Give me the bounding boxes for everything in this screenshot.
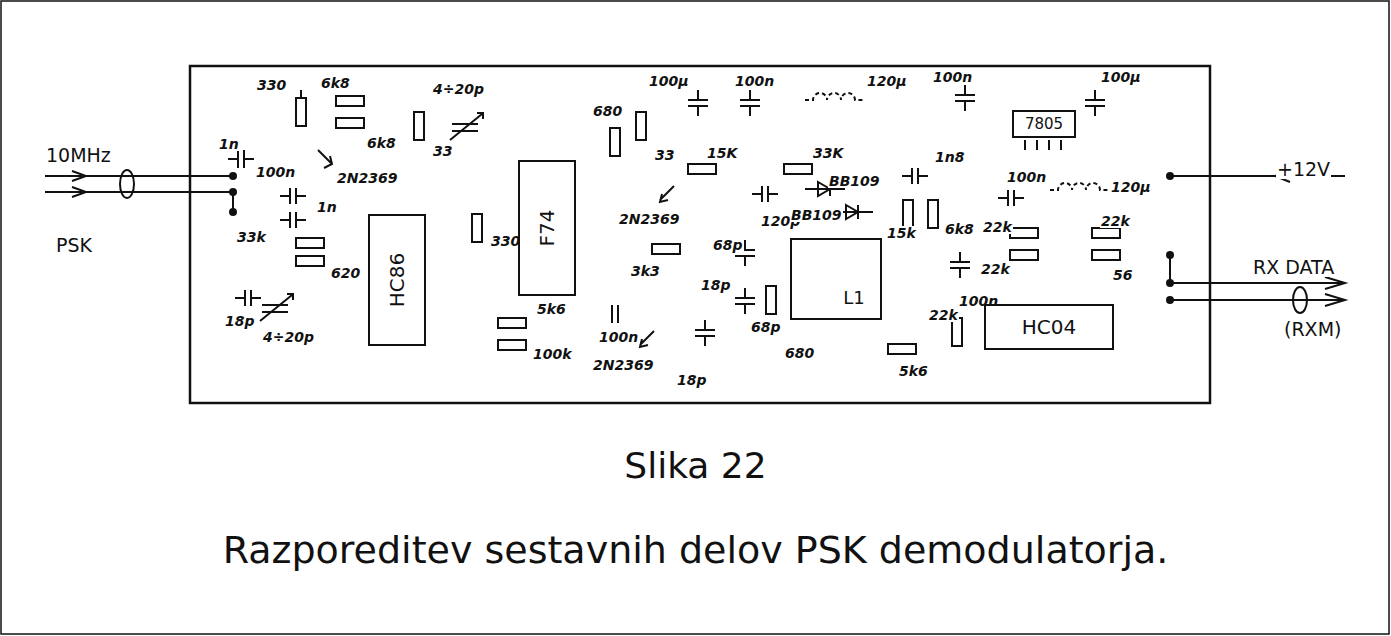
part-label: 18p (700, 278, 732, 292)
part-label: 5k6 (536, 302, 567, 316)
part-label: 6k8 (366, 136, 397, 150)
figure-title: Slika 22 (0, 446, 1391, 486)
part-label: 100n (734, 74, 775, 88)
part-label: 15K (706, 146, 738, 160)
signal-name: 10MHz (45, 146, 112, 165)
part-label: 68p (750, 320, 782, 334)
part-label: 33 (654, 148, 675, 162)
part-label: BB109 (828, 174, 881, 188)
component-name: L1 (843, 289, 864, 307)
part-label: 33 (432, 144, 453, 158)
ic-package: L1 (790, 238, 882, 320)
part-label: 330 (490, 234, 521, 248)
ic-package: HC86 (368, 214, 426, 346)
part-label: 1n (316, 200, 338, 214)
part-label: 22k (1100, 214, 1131, 228)
part-label: 22k (928, 308, 959, 322)
part-label: 680 (592, 104, 623, 118)
part-label: 680 (784, 346, 815, 360)
part-label: 22k (980, 262, 1011, 276)
part-label: 100n (598, 330, 639, 344)
part-label: 4÷20p (262, 330, 315, 344)
part-label: 120μ (866, 74, 908, 88)
board-outline (190, 66, 1210, 403)
part-label: 2N2369 (592, 358, 654, 372)
part-label: 18p (224, 314, 256, 328)
part-label: 330 (256, 78, 287, 92)
signal-name: PSK (55, 236, 93, 255)
part-label: 100n (1006, 170, 1047, 184)
signal-name: (RXM) (1283, 320, 1342, 339)
part-label: 120μ (1110, 180, 1152, 194)
part-label: 68p (712, 238, 744, 252)
part-label: 4÷20p (432, 82, 485, 96)
part-label: 6k8 (320, 76, 351, 90)
part-label: 100n (932, 70, 973, 84)
part-label: 100μ (1100, 70, 1142, 84)
part-label: 1n8 (934, 150, 965, 164)
part-label: 22k (982, 220, 1013, 234)
ic-package: HC04 (984, 304, 1114, 350)
part-label: BB109 (790, 208, 843, 222)
part-label: 100n (255, 165, 296, 179)
inductor-symbols (805, 93, 1108, 190)
signal-name: RX DATA (1252, 258, 1335, 277)
part-label: 33k (236, 230, 267, 244)
ic-package: F74 (518, 160, 576, 296)
figure-caption: Razporeditev sestavnih delov PSK demodul… (0, 530, 1391, 572)
part-label: 18p (676, 373, 708, 387)
part-label: 2N2369 (336, 171, 398, 185)
part-label: 100μ (648, 74, 690, 88)
resistor-symbols (296, 90, 1120, 354)
transistor-symbols (318, 150, 674, 347)
part-label: 33K (812, 146, 844, 160)
part-label: 56 (1112, 268, 1133, 282)
signal-name: +12V (1276, 160, 1331, 179)
part-label: 15k (886, 226, 917, 240)
part-label: 1n (218, 137, 240, 151)
ic-package: 7805 (1012, 110, 1076, 138)
ic-markings (392, 140, 1061, 331)
component-name: HC04 (1022, 317, 1076, 337)
component-name: F74 (537, 210, 557, 247)
component-name: 7805 (1025, 117, 1063, 132)
part-label: 620 (330, 266, 361, 280)
part-label: 2N2369 (618, 212, 680, 226)
capacitor-symbols (228, 85, 1105, 346)
part-label: 3k3 (630, 264, 661, 278)
component-name: HC86 (387, 253, 407, 307)
part-label: 6k8 (944, 222, 975, 236)
part-label: 5k6 (898, 364, 929, 378)
input-wires (45, 170, 236, 215)
part-label: 100k (532, 347, 573, 361)
output-wires (1167, 170, 1345, 313)
